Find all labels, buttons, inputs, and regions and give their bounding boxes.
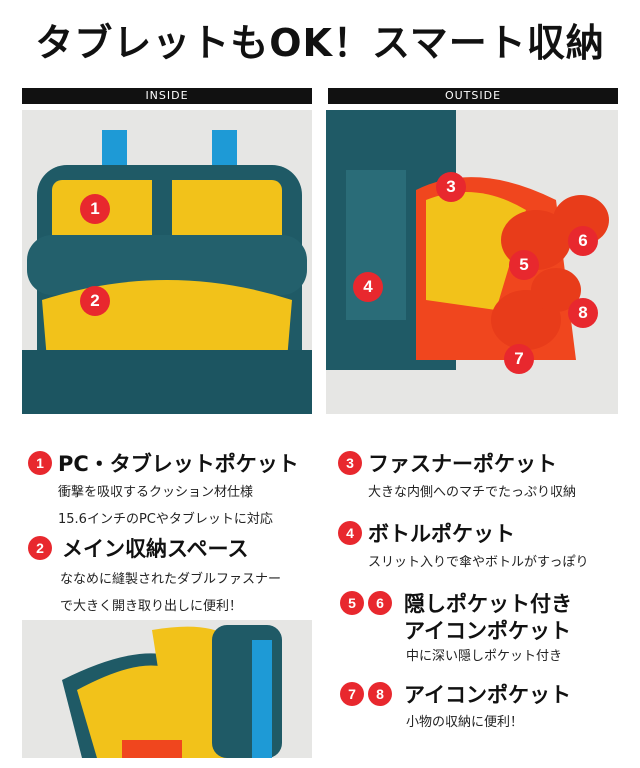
photo-badge-8: 8 xyxy=(568,298,598,328)
feature-text: ななめに縫製されたダブルファスナー xyxy=(60,572,282,587)
feature-text: 小物の収納に便利！ xyxy=(406,715,524,730)
photo-badge-3: 3 xyxy=(436,172,466,202)
feature-badge-3: 3 xyxy=(338,451,362,475)
feature-text: 15.6インチのPCやタブレットに対応 xyxy=(58,512,273,527)
feature-heading: ファスナーポケット xyxy=(368,452,557,476)
backpack-open-image xyxy=(62,625,282,758)
feature-badge-6: 6 xyxy=(368,591,392,615)
photo-badge-7: 7 xyxy=(504,344,534,374)
photo-badge-6: 6 xyxy=(568,226,598,256)
feature-heading: アイコンポケット xyxy=(404,619,571,643)
photo-badge-1: 1 xyxy=(80,194,110,224)
feature-heading: アイコンポケット xyxy=(404,683,571,707)
photo-badge-5: 5 xyxy=(509,250,539,280)
page-title: タブレットもOK！スマート収納 xyxy=(35,21,605,65)
photo-badge-2: 2 xyxy=(80,286,110,316)
feature-heading: ボトルポケット xyxy=(368,522,515,546)
feature-badge-7: 7 xyxy=(340,682,364,706)
feature-text: 大きな内側へのマチでたっぷり収納 xyxy=(368,485,577,500)
feature-text: で大きく開き取り出しに便利！ xyxy=(60,599,243,614)
outside-photo: 3 4 5 6 7 8 xyxy=(326,110,618,414)
feature-badge-1: 1 xyxy=(28,451,52,475)
backpack-outside-image xyxy=(326,110,609,370)
feature-heading: PC・タブレットポケット xyxy=(58,452,299,476)
photo-badge-4: 4 xyxy=(353,272,383,302)
feature-heading: 隠しポケット付き xyxy=(404,592,572,616)
feature-text: スリット入りで傘やボトルがすっぽり xyxy=(368,555,589,570)
feature-badge-2: 2 xyxy=(28,536,52,560)
open-bag-photo xyxy=(22,620,312,758)
outside-label: OUTSIDE xyxy=(328,88,618,104)
feature-badge-5: 5 xyxy=(340,591,364,615)
feature-badge-8: 8 xyxy=(368,682,392,706)
backpack-inside-image xyxy=(22,130,312,414)
feature-text: 衝撃を吸収するクッション材仕様 xyxy=(58,485,254,500)
inside-photo: 1 2 xyxy=(22,110,312,414)
feature-heading: メイン収納スペース xyxy=(62,537,249,561)
feature-badge-4: 4 xyxy=(338,521,362,545)
inside-label: INSIDE xyxy=(22,88,312,104)
feature-text: 中に深い隠しポケット付き xyxy=(406,649,563,664)
